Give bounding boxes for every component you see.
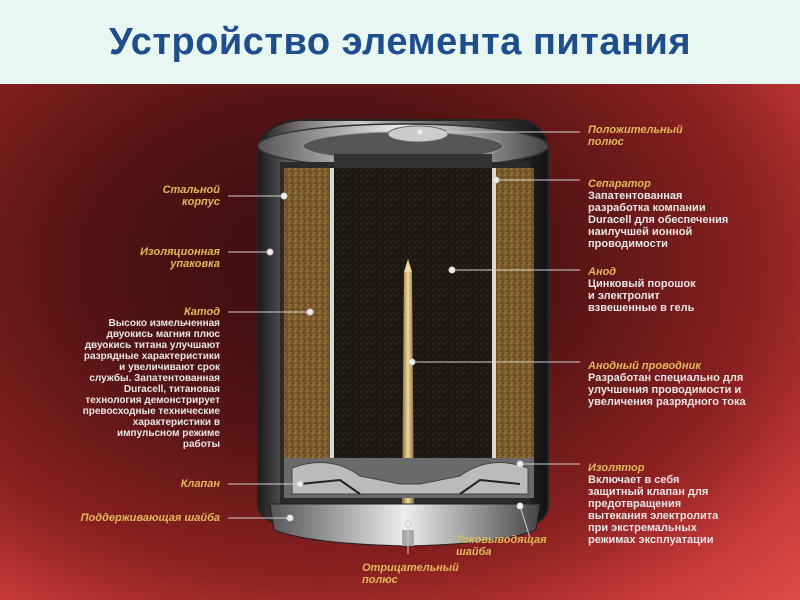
label-anode: Анод Цинковый порошок и электролит взвеш… — [588, 266, 696, 314]
title-bar: Устройство элемента питания — [0, 0, 800, 84]
label-head: Анодный проводник — [588, 360, 701, 372]
label-valve: Клапан — [120, 478, 220, 490]
label-body: Запатентованная разработка компании Dura… — [588, 190, 729, 250]
label-body: Цинковый порошок и электролит взвешенные… — [588, 278, 696, 314]
label-cathode: Катод Высоко измельченная двуокись магни… — [50, 306, 220, 450]
battery-cutaway — [228, 119, 580, 554]
label-body: Высоко измельченная двуокись магния плюс… — [82, 318, 220, 450]
label-separator: Сепаратор Запатентованная разработка ком… — [588, 178, 728, 250]
label-head: Стальной корпус — [162, 184, 220, 208]
label-head: Клапан — [180, 478, 220, 490]
separator-left — [330, 168, 334, 498]
label-head: Сепаратор — [588, 178, 651, 190]
label-head: Анод — [588, 266, 617, 278]
label-insulating-wrap: Изоляционная упаковка — [100, 246, 220, 270]
label-head: Токовыводящая шайба — [456, 534, 547, 558]
label-head: Поддерживающая шайба — [80, 512, 220, 524]
label-current-washer: Токовыводящая шайба — [456, 534, 547, 558]
label-negative-pole: Отрицательный полюс — [362, 562, 459, 586]
diagram-stage: Положительный полюс Сепаратор Запатентов… — [0, 84, 800, 600]
label-head: Изоляционная упаковка — [140, 246, 220, 270]
anode-collector — [402, 272, 414, 504]
label-anode-conductor: Анодный проводник Разработан специально … — [588, 360, 746, 408]
label-head: Катод — [183, 306, 220, 318]
cathode-left — [284, 168, 332, 498]
label-steel-case: Стальной корпус — [120, 184, 220, 208]
label-body: Включает в себя защитный клапан для пред… — [588, 474, 719, 546]
cathode-right — [494, 168, 534, 498]
label-head: Положительный полюс — [588, 124, 683, 148]
label-positive-pole: Положительный полюс — [588, 124, 683, 148]
label-insulator: Изолятор Включает в себя защитный клапан… — [588, 462, 718, 546]
label-head: Отрицательный полюс — [362, 562, 459, 586]
page-title: Устройство элемента питания — [109, 20, 691, 63]
separator-right — [492, 168, 496, 498]
label-support-washer: Поддерживающая шайба — [10, 512, 220, 524]
label-body: Разработан специально для улучшения пров… — [588, 372, 746, 408]
label-head: Изолятор — [588, 462, 645, 474]
